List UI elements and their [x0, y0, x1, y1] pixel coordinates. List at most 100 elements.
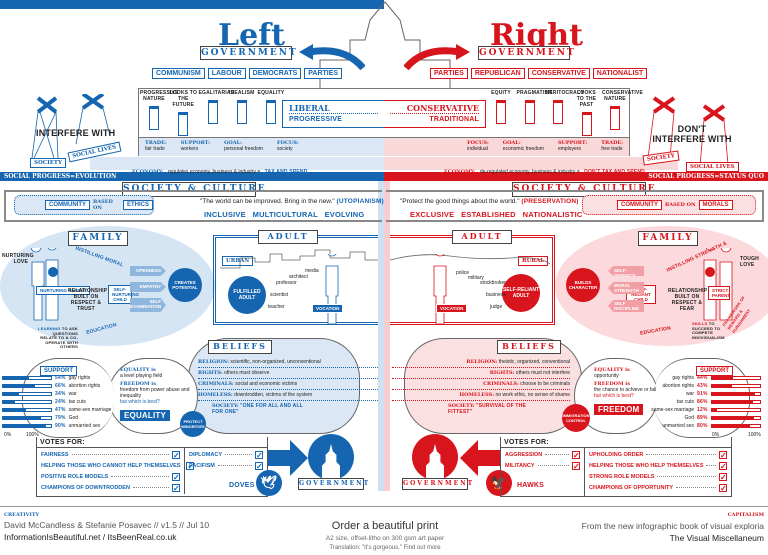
creativity-label: CREATIVITY: [4, 512, 40, 518]
belief-key: CRIMINALS:: [198, 381, 234, 387]
rural-tag: RURAL: [518, 256, 549, 266]
pillar-icon: [610, 106, 620, 130]
left-community-cloud: COMMUNITY BASED ON ETHICS: [14, 195, 154, 215]
vote-label: STRONG ROLE MODELS: [589, 473, 655, 480]
social-progress-right: SOCIAL PROGRESS=STATUS QUO: [648, 173, 764, 180]
trait-value: free trade: [601, 146, 623, 152]
builds-character-badge: BUILDS CHARACTER: [566, 268, 600, 302]
right-label-traditional: TRADITIONAL: [429, 116, 479, 123]
left-arrow-icon: [299, 44, 365, 70]
right-votes-box: VOTES FOR: AGGRESSION✓ MILITANCY✓ HAWKS …: [500, 437, 732, 497]
immigration-control-badge: IMMIGRATION CONTROL: [562, 404, 590, 432]
left-community-tag: COMMUNITY: [45, 200, 90, 210]
belief-key: RIGHTS:: [198, 370, 223, 376]
left-child-tag: SELF-NURTURING CHILD: [108, 285, 139, 304]
equality-key: EQUALITY is: [120, 367, 156, 373]
support-bar: [2, 408, 52, 412]
trait-key: TRADE:: [145, 140, 167, 146]
left-beliefs-banner: BELIEFS: [208, 340, 272, 354]
column-label: EQUITY: [491, 90, 511, 96]
column-item: MERITOCRACY: [545, 90, 584, 136]
sites-link[interactable]: InformationIsBeautiful.net / ItsBeenReal…: [4, 532, 177, 542]
left-family-banner: FAMILY: [68, 231, 128, 246]
checkbox-icon: ✓: [719, 461, 727, 471]
left-capitol-circle-icon: [308, 434, 354, 480]
pillar-icon: [236, 100, 247, 124]
party-republican: REPUBLICAN: [470, 68, 525, 79]
support-bar: [2, 392, 52, 396]
trait: SUPPORT:employers: [558, 140, 587, 154]
support-bar-row: 47%same-sex marriage: [2, 406, 111, 414]
belief-key: SOCIETY:: [448, 403, 475, 409]
find-out-more-link[interactable]: Translation: "it's gorgeous." Find out m…: [329, 545, 441, 551]
right-traits: FOCUS:individual GOAL:economic freedom S…: [384, 138, 630, 156]
learning-text: TO ASK QUESTIONS RELATE TO & CO-OPERATE …: [40, 326, 78, 349]
right-social-lives-tag: SOCIAL LIVES: [686, 162, 739, 172]
trait-key: GOAL:: [224, 140, 242, 146]
right-capitol-circle-icon: [412, 434, 458, 480]
trait-value: individual: [467, 146, 488, 152]
support-percent: 89%: [697, 415, 708, 421]
trait: TRADE:fair trade: [145, 140, 167, 154]
right-label-conservative: CONSERVATIVE: [390, 103, 479, 114]
support-bar-row: 90%unmarried sex: [2, 422, 111, 430]
belief-key: HOMELESS:: [198, 392, 233, 398]
trait-key: GOAL:: [502, 140, 521, 146]
column-label: EQUALITY: [257, 90, 285, 96]
support-percent: 12%: [697, 407, 708, 413]
support-bar-row: 66%abortion rights: [2, 382, 111, 390]
quote-emphasis: (PRESERVATION): [521, 198, 579, 205]
belief-key: CRIMINALS:: [483, 381, 519, 387]
support-label: gay rights: [68, 375, 91, 381]
center-red-stripe: [384, 181, 390, 491]
left-equality-text: EQUALITY is a level playing field FREEDO…: [120, 367, 192, 423]
vote-item: DIPLOMACY✓: [189, 449, 263, 460]
right-society-culture-banner: SOCIETY & CULTURE: [512, 182, 655, 197]
trait-value: society: [276, 146, 293, 152]
right-skills: SKILLS TO SUCCEED TO COMPETE INDIVIDUALI…: [692, 321, 725, 340]
support-label: abortion rights: [68, 383, 101, 389]
right-person-icon: [433, 254, 447, 325]
hawks-label: HAWKS: [517, 482, 545, 489]
checkbox-icon: ✓: [719, 450, 727, 460]
party-democrats: DEMOCRATS: [248, 68, 302, 79]
skills-text: TO SUCCEED TO COMPETE INDIVIDUALISM: [692, 321, 725, 340]
left-interfere-structure-icon: [31, 94, 111, 159]
book-line: From the new infographic book of visual …: [581, 521, 764, 531]
urban-tag: URBAN: [222, 256, 254, 266]
left-axis-min: 0%: [4, 432, 12, 438]
left-label-box: LIBERAL PROGRESSIVE: [282, 100, 384, 128]
checkbox-icon: ✓: [172, 450, 180, 460]
right-government-banner: GOVERNMENT: [478, 46, 576, 60]
quote-text: "Protect the good things about the world…: [400, 198, 520, 205]
column-item: EGALITARIAN: [199, 90, 234, 136]
column-item: CONSERVATIVE NATURE: [602, 90, 643, 136]
trait: TRADE:free trade: [601, 140, 623, 154]
right-interfere-label: DON'T INTERFERE WITH: [652, 124, 732, 144]
right-morals-tag: MORALS: [698, 200, 733, 210]
support-percent: 24%: [55, 399, 66, 405]
left-parties-label: PARTIES: [304, 68, 343, 79]
left-relationship: RELATIONSHIP BUILT ON RESPECT & TRUST: [68, 288, 108, 312]
social-progress-left: SOCIAL PROGRESS=EVOLUTION: [4, 173, 117, 180]
checkbox-icon: ✓: [255, 450, 263, 460]
book-link[interactable]: The Visual Miscellaneum: [669, 533, 764, 543]
order-print-link[interactable]: Order a beautiful print: [331, 520, 439, 532]
vote-item: CHAMPIONS OF DOWNTRODDEN✓: [41, 482, 180, 493]
support-bar: [710, 416, 761, 420]
belief-row: CRIMINALS: choose to be criminals: [392, 379, 570, 390]
trait: GOAL:economic freedom: [503, 140, 544, 154]
vote-item: HELPING THOSE WHO HELP THEMSELVES✓: [589, 460, 727, 471]
which-question: but which is best?: [594, 393, 634, 399]
support-percent: 34%: [55, 391, 66, 397]
left-vocation-tag: VOCATION: [312, 304, 344, 313]
left-trait-arrows: OPENNESS EMPATHY SELF EXAMINATION: [130, 266, 166, 312]
economy-emphasis: DON'T TAX AND SPEND: [584, 169, 645, 175]
support-label: gay rights: [672, 375, 694, 381]
column-label: PROGRESSIVE NATURE: [140, 90, 179, 102]
right-values: EXCLUSIVE ESTABLISHED NATIONALISTIC: [410, 210, 583, 219]
economy-text: regulates economy, business & industry =: [167, 169, 261, 175]
credits-text: David McCandless & Stefanie Posavec // v…: [4, 520, 210, 530]
